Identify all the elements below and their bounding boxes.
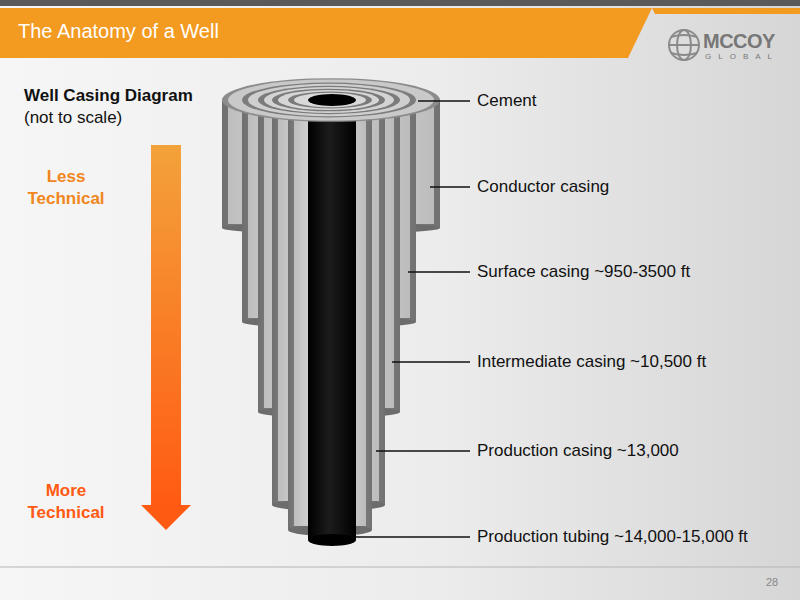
- scale-end-label: Less Technical: [20, 166, 112, 210]
- title-bar-tail: [652, 8, 800, 14]
- casing-top-ring: [294, 93, 366, 107]
- technical-arrow-shaft: [151, 145, 181, 507]
- casing-top-ring: [288, 92, 372, 109]
- leader-lines: [356, 101, 470, 537]
- callout-label: Production casing ~13,000: [477, 441, 679, 461]
- logo-globe: [669, 30, 699, 60]
- casing-top-ring: [222, 78, 440, 122]
- callout-label: Conductor casing: [477, 177, 609, 197]
- casing-top-ring: [242, 83, 416, 118]
- section-heading: Well Casing Diagram: [24, 86, 193, 106]
- logo-wordmark: MCCOY: [703, 30, 775, 53]
- scale-note: (not to scale): [24, 108, 122, 128]
- page-number: 28: [766, 576, 778, 588]
- casing-top-ring: [264, 87, 394, 113]
- casing-top-ring: [278, 90, 379, 110]
- production-tubing: [308, 100, 356, 540]
- callout-label: Cement: [477, 91, 537, 111]
- well-casing-illustration: [222, 78, 440, 546]
- scale-end-label: More Technical: [16, 480, 116, 524]
- casing-top-ring: [308, 94, 356, 106]
- logo-subtitle: GLOBAL: [705, 52, 779, 61]
- casing-top-ring: [228, 79, 434, 120]
- callout-label: Surface casing ~950-3500 ft: [477, 262, 690, 282]
- top-rule: [0, 0, 800, 6]
- technical-arrow-head: [141, 505, 191, 530]
- tubing-bottom: [308, 534, 356, 546]
- casing-top-ring: [258, 86, 400, 114]
- casing-top-ring: [272, 89, 385, 112]
- slide-title: The Anatomy of a Well: [18, 20, 219, 43]
- title-bar: [0, 8, 652, 58]
- callout-label: Production tubing ~14,000-15,000 ft: [477, 527, 748, 547]
- footer-rule: [0, 567, 800, 568]
- casing-top-ring: [248, 84, 410, 116]
- callout-label: Intermediate casing ~10,500 ft: [477, 352, 706, 372]
